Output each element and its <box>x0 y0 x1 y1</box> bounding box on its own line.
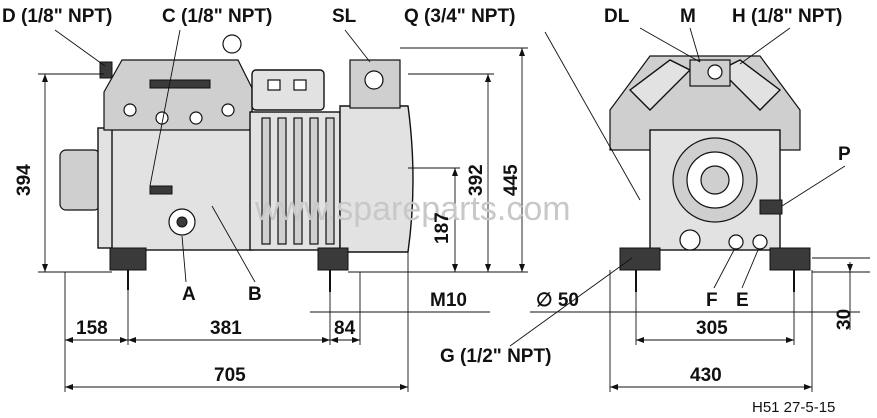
fitting-d <box>99 61 113 79</box>
suction-cover <box>339 105 414 253</box>
dim-158: 158 <box>76 318 108 339</box>
dim-394: 394 <box>14 164 35 196</box>
dim-84: 84 <box>334 318 356 339</box>
label-g: G (1/2" NPT) <box>440 346 551 367</box>
label-a: A <box>182 284 196 305</box>
dim-430: 430 <box>690 365 722 386</box>
terminal <box>293 79 307 91</box>
label-f: F <box>706 290 718 311</box>
suction-port <box>364 70 384 90</box>
port-f <box>728 234 744 250</box>
label-sl: SL <box>332 6 357 27</box>
terminal <box>267 79 281 91</box>
front-foot-right <box>769 247 811 271</box>
front-foot-left <box>619 247 661 271</box>
label-b: B <box>248 284 262 305</box>
label-p: P <box>838 144 851 165</box>
dim-392: 392 <box>466 164 487 196</box>
terminal-box <box>251 69 325 111</box>
label-dl: DL <box>604 6 630 27</box>
dim-187: 187 <box>432 212 453 244</box>
label-q: Q (3/4" NPT) <box>404 6 515 27</box>
foot-right <box>317 247 349 271</box>
dim-381: 381 <box>210 318 242 339</box>
lifting-eye <box>222 34 242 54</box>
head-bolt <box>221 103 235 117</box>
watermark: www.spareparts.com <box>254 190 571 228</box>
labels: D (1/8" NPT) C (1/8" NPT) SL Q (3/4" NPT… <box>2 6 851 367</box>
sight-glass-center <box>176 216 188 228</box>
motor-end-cover <box>59 149 101 211</box>
drawing-reference: H51 27-5-15 <box>752 399 835 416</box>
discharge-port <box>707 64 723 80</box>
side-view <box>59 34 414 292</box>
head-bolt <box>189 111 203 125</box>
dim-445: 445 <box>501 164 522 196</box>
dimension-values: 394 392 445 187 158 381 84 705 ∅ 50 305 … <box>14 164 855 386</box>
brand-plate <box>149 79 211 89</box>
oil-port <box>679 229 701 251</box>
label-e: E <box>736 290 749 311</box>
dim-30: 30 <box>834 309 855 330</box>
foot-left <box>109 247 147 271</box>
dimension-lines <box>38 27 870 392</box>
label-h: H (1/8" NPT) <box>732 6 842 27</box>
nameplate <box>149 185 173 195</box>
dim-705: 705 <box>214 365 246 386</box>
cylinder-head <box>103 59 253 131</box>
shaft <box>700 165 730 195</box>
arrowheads <box>42 48 853 390</box>
label-c: C (1/8" NPT) <box>162 6 272 27</box>
label-m: M <box>680 6 696 27</box>
head-bolt <box>123 103 137 117</box>
cooling-ribs <box>261 117 335 245</box>
port-e <box>752 234 768 250</box>
dim-305: 305 <box>696 318 728 339</box>
label-d: D (1/8" NPT) <box>2 6 112 27</box>
fitting-p <box>759 199 783 215</box>
front-view <box>609 55 811 292</box>
label-m10: M10 <box>430 290 467 311</box>
dim-d50: ∅ 50 <box>536 290 579 311</box>
